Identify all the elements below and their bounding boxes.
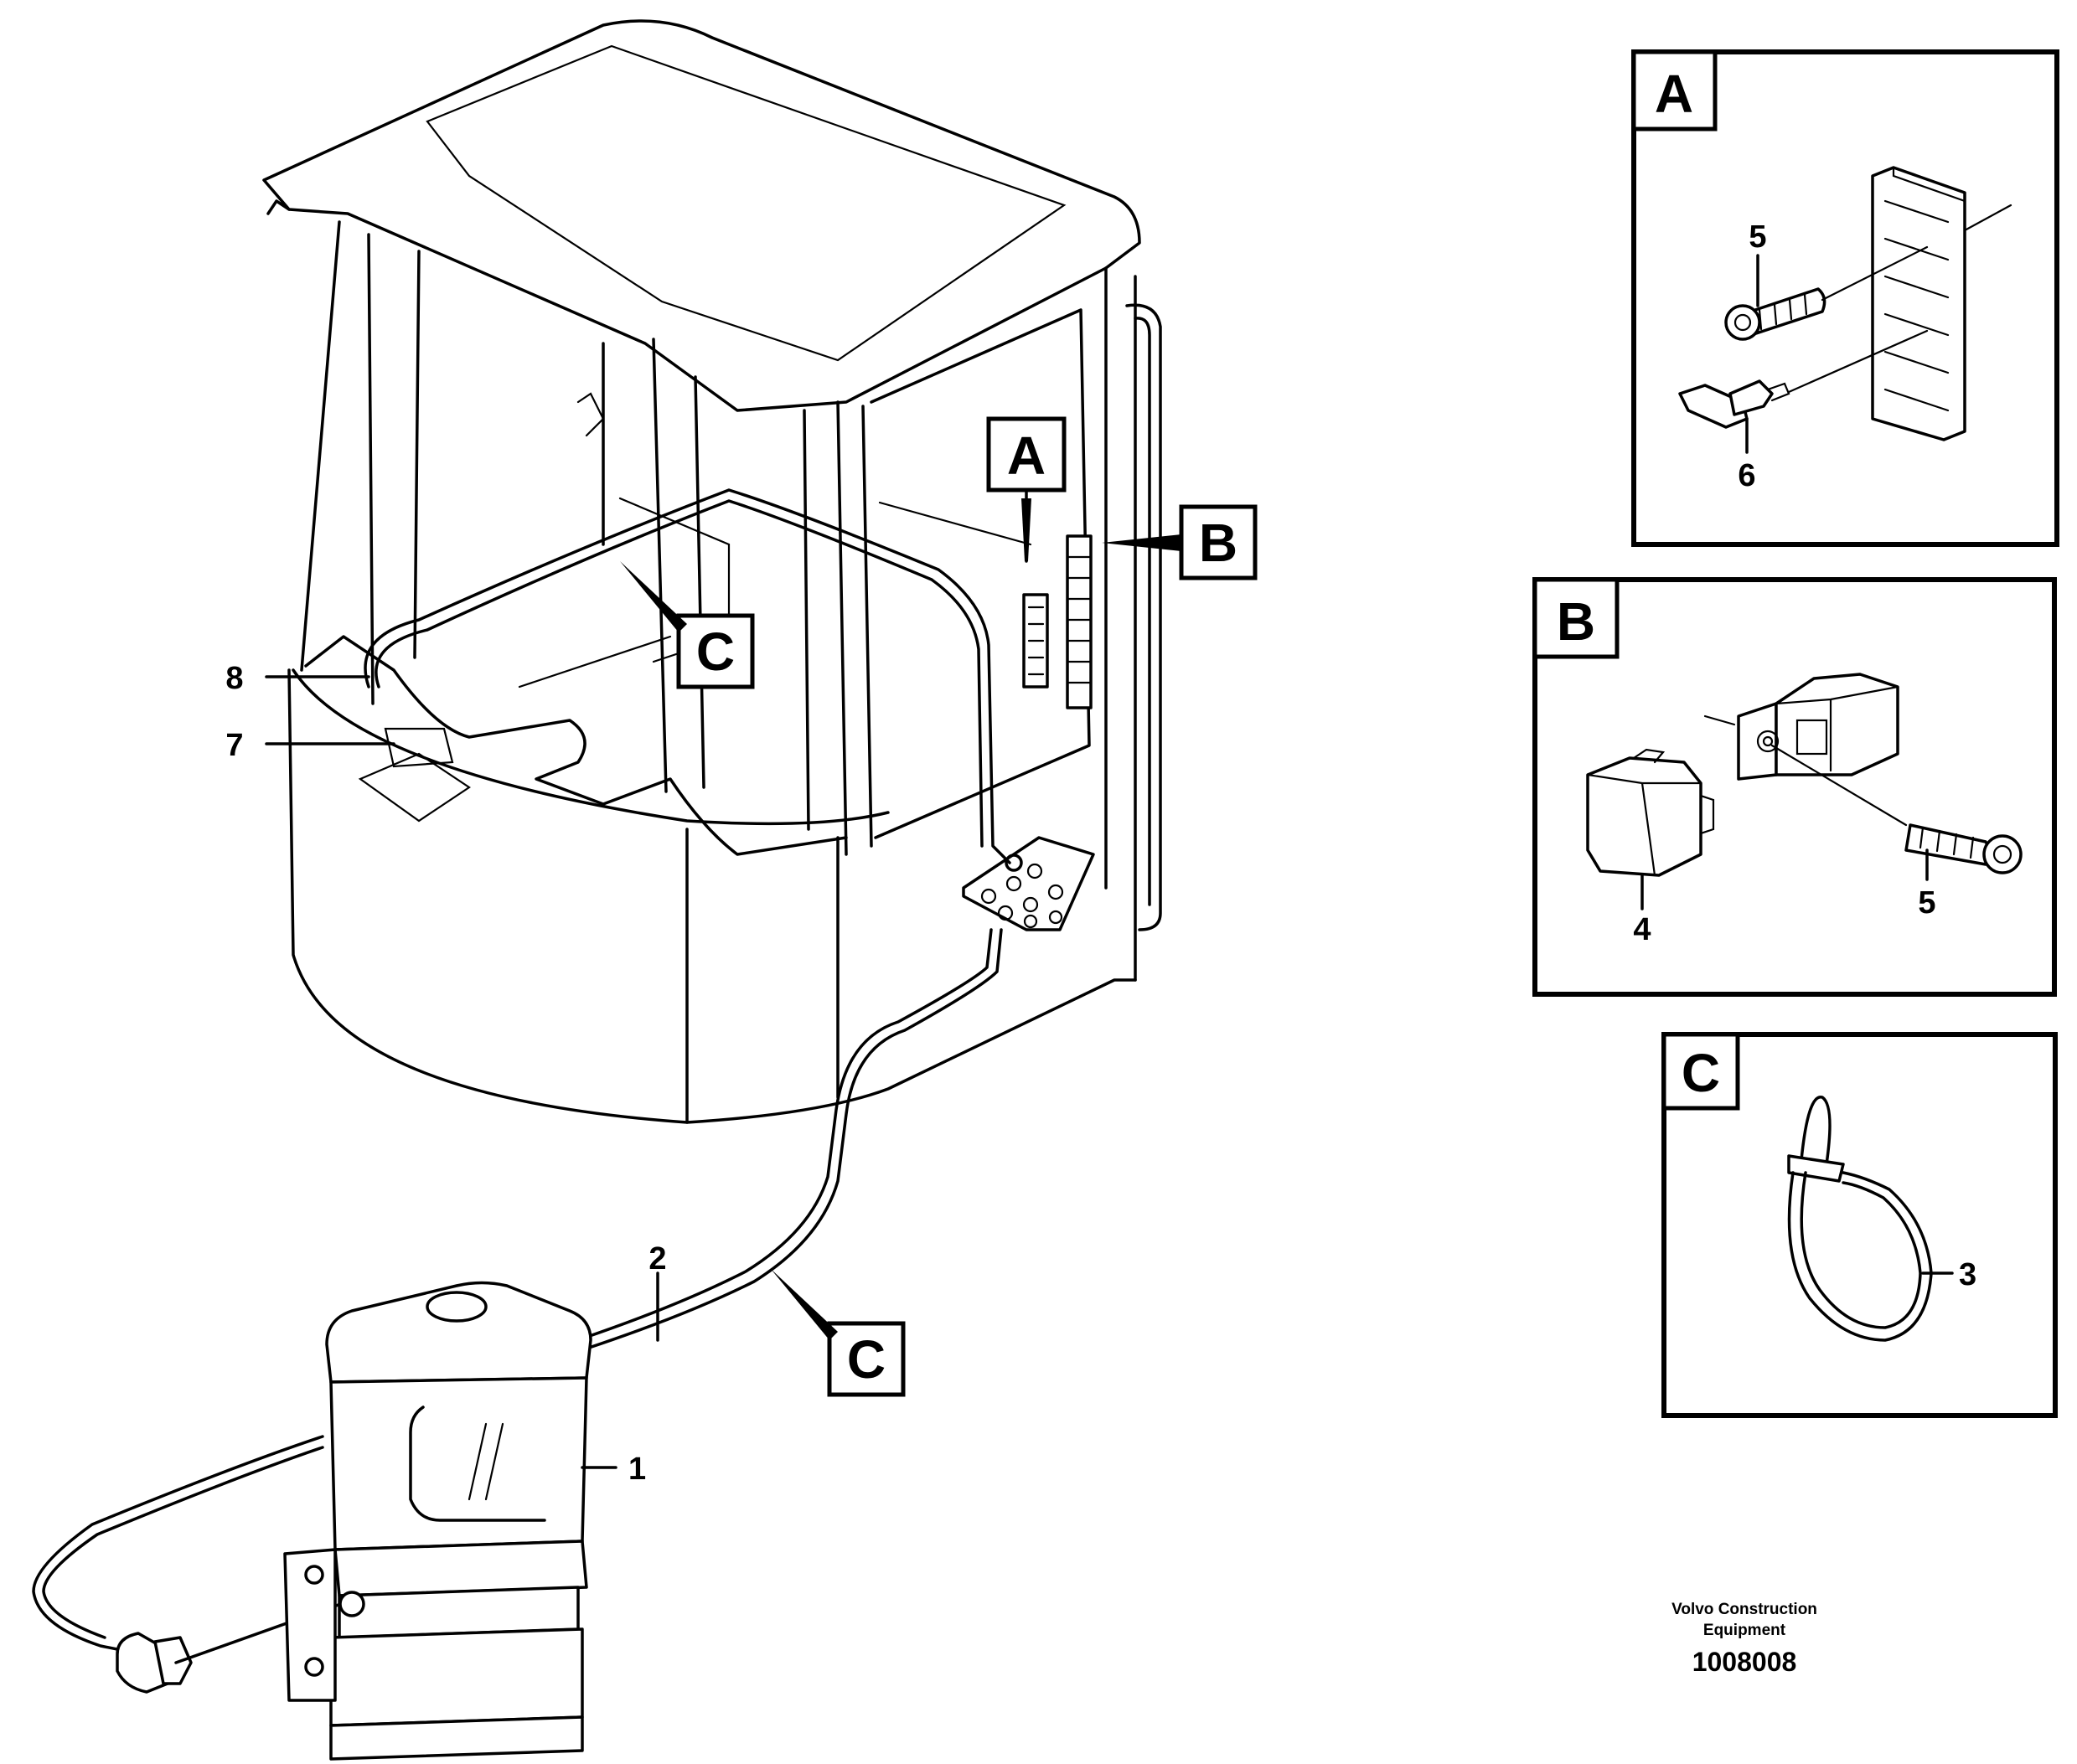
svg-text:C: C — [1682, 1043, 1720, 1103]
detail-panel-c: C 3 — [1661, 1032, 2058, 1418]
svg-text:C: C — [847, 1329, 886, 1390]
callout-5-panel-b: 5 — [1918, 885, 1935, 921]
wire-harness — [32, 488, 1011, 1694]
svg-text:A: A — [1655, 64, 1693, 124]
callout-4: 4 — [1633, 912, 1651, 947]
svg-text:B: B — [1199, 513, 1237, 573]
callouts: 8 7 2 1 — [225, 661, 666, 1487]
brand-line-2: Equipment — [1703, 1622, 1786, 1639]
callout-6: 6 — [1738, 458, 1755, 493]
callout-7: 7 — [225, 728, 243, 763]
view-tag-b-main: B — [1102, 504, 1258, 580]
callout-2: 2 — [648, 1241, 666, 1277]
view-tag-a-main: A — [986, 416, 1067, 563]
svg-text:B: B — [1557, 591, 1595, 652]
view-tag-c-main-lower: C — [771, 1269, 906, 1397]
brand-line-1: Volvo Construction — [1671, 1601, 1817, 1618]
callout-5-panel-a: 5 — [1749, 219, 1766, 255]
svg-text:A: A — [1007, 426, 1046, 486]
callout-1: 1 — [628, 1452, 646, 1487]
detail-panel-a: A 5 6 — [1631, 49, 2059, 547]
footer: Volvo Construction Equipment 1008008 — [1671, 1601, 1817, 1677]
cab-illustration — [262, 19, 1162, 1124]
drawing-number: 1008008 — [1692, 1647, 1797, 1677]
detail-panel-b: B 4 5 — [1532, 577, 2057, 997]
callout-3: 3 — [1959, 1257, 1976, 1292]
callout-8: 8 — [225, 661, 243, 696]
svg-text:C: C — [696, 622, 735, 682]
view-tag-c-main-upper: C — [620, 561, 755, 689]
lube-pump — [283, 1281, 592, 1761]
